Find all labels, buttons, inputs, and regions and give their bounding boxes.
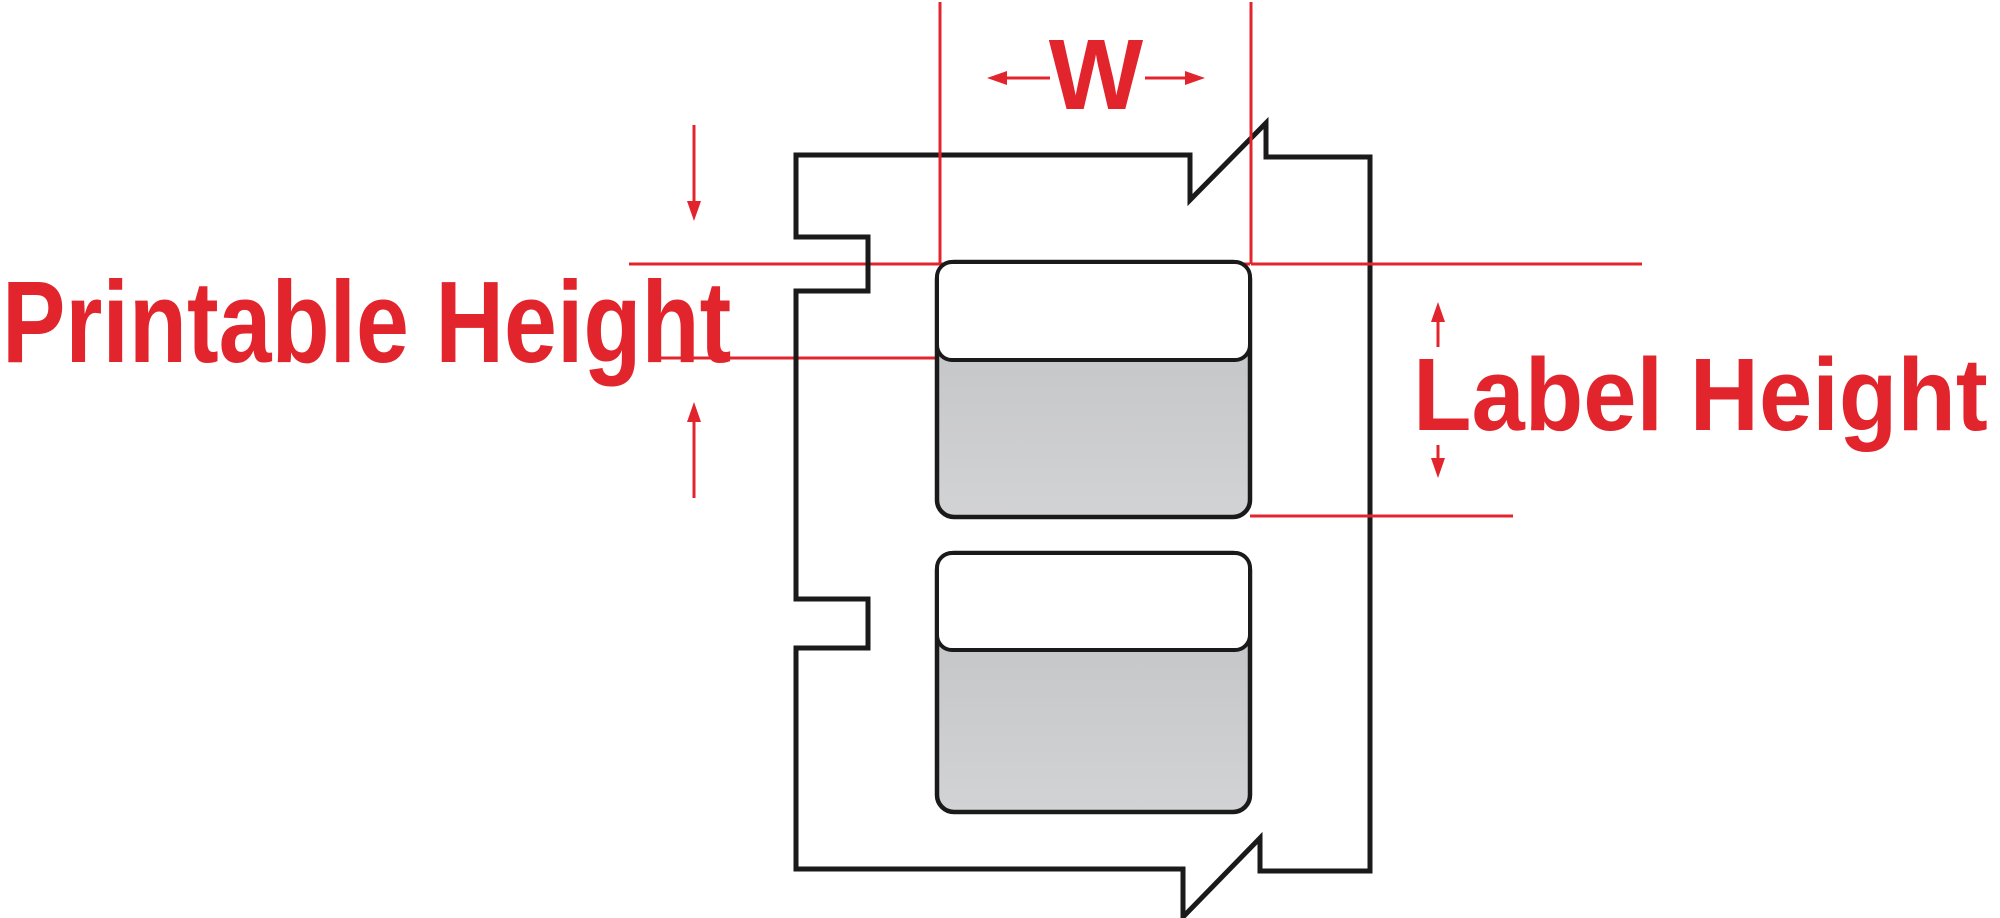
width-arrow-right — [1145, 71, 1205, 85]
label-2 — [934, 550, 1253, 815]
label-1-printable-area — [935, 260, 1252, 362]
down-arrowhead-icon — [687, 201, 701, 221]
width-label: W — [1049, 19, 1144, 131]
right-arrowhead-icon — [1185, 71, 1205, 85]
down-arrowhead-icon — [1431, 458, 1445, 478]
label-2-printable-area — [935, 551, 1252, 652]
width-arrow-left — [987, 71, 1050, 85]
printable-height-label: Printable Height — [2, 258, 731, 387]
left-arrowhead-icon — [987, 71, 1007, 85]
label-height-label: Label Height — [1413, 338, 1988, 453]
label-height-arrow-down — [1431, 445, 1445, 478]
label-1 — [934, 259, 1253, 520]
liner-outline — [793, 116, 1373, 918]
up-arrowhead-icon — [1431, 302, 1445, 322]
printable-height-arrow-down — [687, 125, 701, 221]
label-height-arrow-up — [1431, 302, 1445, 347]
printable-height-arrow-up — [687, 402, 701, 498]
up-arrowhead-icon — [687, 402, 701, 422]
